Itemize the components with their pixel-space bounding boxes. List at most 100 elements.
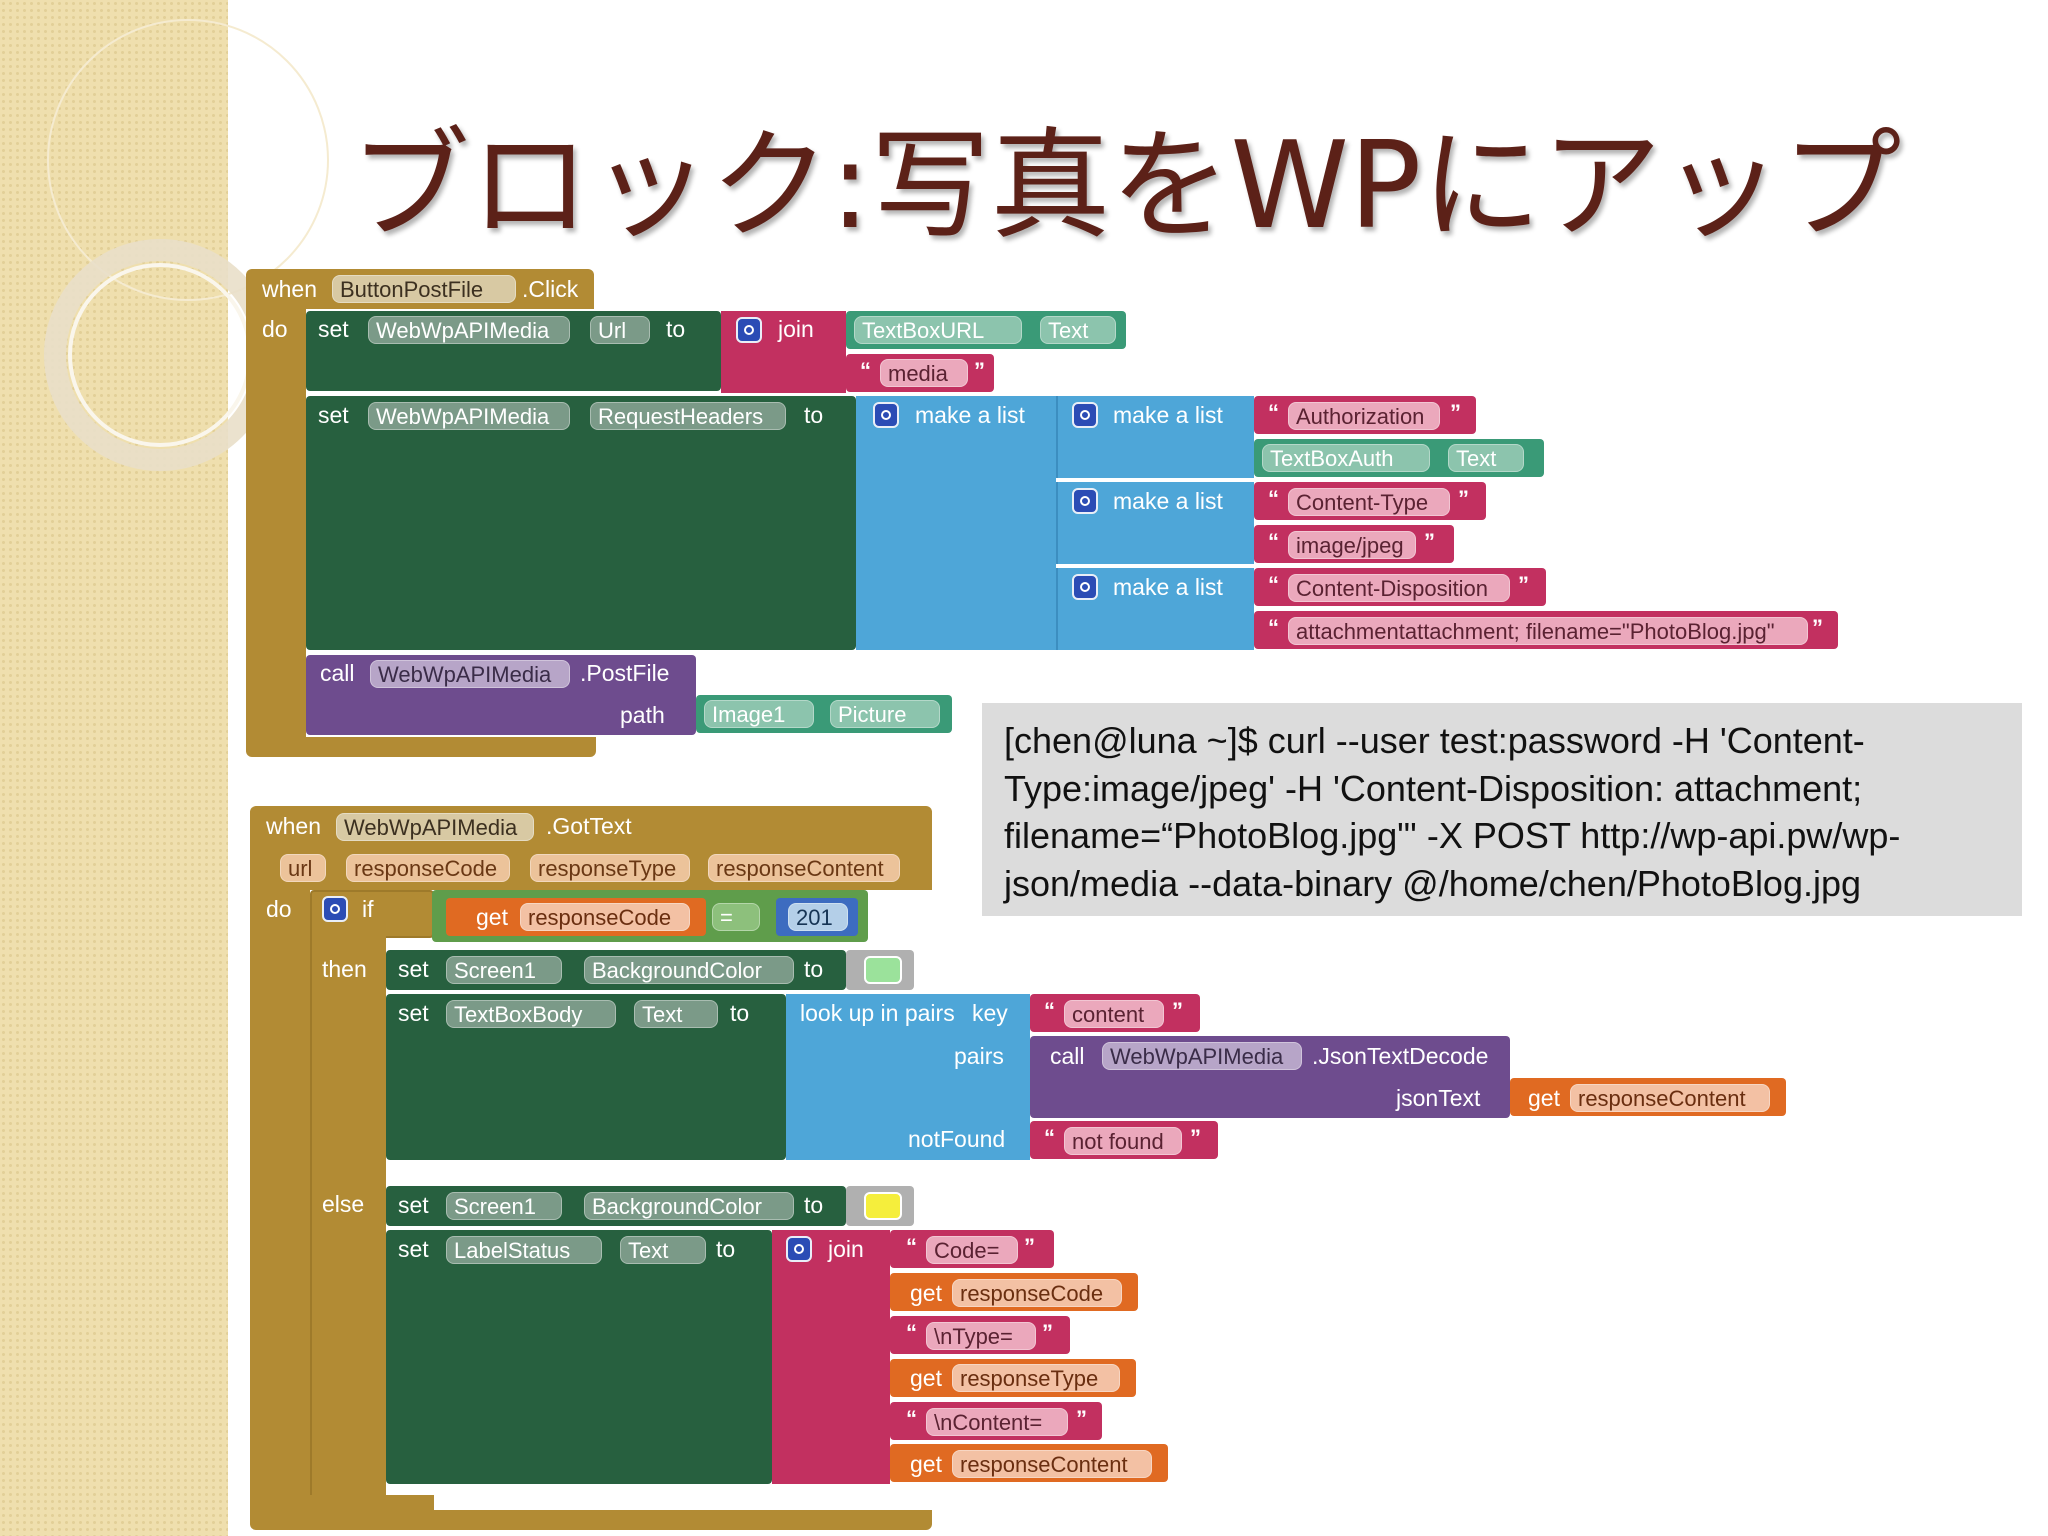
make-a-list-outer-block[interactable] xyxy=(856,396,1056,650)
call-method-name: .PostFile xyxy=(580,660,670,686)
open-quote-icon: “ xyxy=(1268,400,1279,425)
call-method-name: .JsonTextDecode xyxy=(1312,1043,1489,1069)
curl-line: [chen@luna ~]$ curl --user test:password… xyxy=(1004,720,1865,761)
if-keyword: if xyxy=(362,896,374,922)
getter-component-dropdown[interactable]: TextBoxURL xyxy=(854,316,1022,344)
event-param-responsecontent[interactable]: responseContent xyxy=(708,854,900,882)
mutator-gear-icon[interactable] xyxy=(873,402,899,428)
set-property-dropdown[interactable]: BackgroundColor xyxy=(584,1192,794,1220)
set-keyword: set xyxy=(398,1000,429,1026)
text-literal-field[interactable]: Content-Type xyxy=(1288,488,1450,516)
close-quote-icon: ” xyxy=(1190,1125,1201,1150)
set-property-dropdown[interactable]: Url xyxy=(590,316,650,344)
event-component-dropdown[interactable]: ButtonPostFile xyxy=(332,275,516,303)
close-quote-icon: ” xyxy=(1450,400,1461,425)
close-quote-icon: ” xyxy=(1042,1320,1053,1345)
text-literal-field[interactable]: \nContent= xyxy=(926,1408,1068,1436)
getter-component-dropdown[interactable]: TextBoxAuth xyxy=(1262,444,1430,472)
look-up-in-pairs-block[interactable] xyxy=(786,994,1030,1160)
close-quote-icon: ” xyxy=(1424,529,1435,554)
pairs-keyword: pairs xyxy=(954,1043,1004,1069)
make-a-list-keyword: make a list xyxy=(1113,488,1223,514)
jsontext-param-label: jsonText xyxy=(1396,1085,1481,1111)
set-keyword: set xyxy=(318,316,349,342)
set-component-dropdown[interactable]: WebWpAPIMedia xyxy=(368,316,570,344)
mutator-gear-icon[interactable] xyxy=(1072,574,1098,600)
text-literal-field[interactable]: content xyxy=(1064,1000,1164,1028)
get-variable-dropdown[interactable]: responseCode xyxy=(520,903,690,931)
to-keyword: to xyxy=(666,316,686,342)
slide-title: ブロック:写真をWPにアップ xyxy=(350,117,1902,256)
get-variable-dropdown[interactable]: responseType xyxy=(952,1364,1120,1392)
get-variable-dropdown[interactable]: responseContent xyxy=(952,1450,1152,1478)
event-param-responsetype[interactable]: responseType xyxy=(530,854,690,882)
light-green-color-swatch[interactable] xyxy=(864,956,902,984)
set-component-dropdown[interactable]: LabelStatus xyxy=(446,1236,602,1264)
notfound-keyword: notFound xyxy=(908,1126,1006,1152)
close-quote-icon: ” xyxy=(1518,572,1529,597)
text-literal-field[interactable]: \nType= xyxy=(926,1322,1036,1350)
text-literal-field[interactable]: Content-Disposition xyxy=(1288,574,1510,602)
when-keyword: when xyxy=(262,276,317,302)
getter-property-dropdown[interactable]: Picture xyxy=(830,700,940,728)
join-block[interactable] xyxy=(772,1230,890,1484)
set-keyword: set xyxy=(398,1192,429,1218)
curl-line: Type:image/jpeg' -H 'Content-Disposition… xyxy=(1004,767,1863,809)
set-property-dropdown[interactable]: Text xyxy=(620,1236,706,1264)
open-quote-icon: “ xyxy=(1268,572,1279,597)
event-param-url[interactable]: url xyxy=(280,854,326,882)
curl-line: filename=“PhotoBlog.jpg"' -X POST http:/… xyxy=(1004,815,1901,856)
text-literal-field[interactable]: not found xyxy=(1064,1127,1182,1155)
open-quote-icon: “ xyxy=(1044,1125,1055,1150)
close-quote-icon: ” xyxy=(974,358,985,383)
get-keyword: get xyxy=(910,1451,942,1477)
set-component-dropdown[interactable]: Screen1 xyxy=(446,1192,562,1220)
to-keyword: to xyxy=(804,402,824,428)
path-param-label: path xyxy=(620,702,665,728)
getter-property-dropdown[interactable]: Text xyxy=(1040,316,1116,344)
getter-property-dropdown[interactable]: Text xyxy=(1448,444,1524,472)
text-literal-field[interactable]: Code= xyxy=(926,1236,1018,1264)
close-quote-icon: ” xyxy=(1024,1234,1035,1259)
to-keyword: to xyxy=(730,1000,750,1026)
set-keyword: set xyxy=(398,1236,429,1262)
lookup-keyword: look up in pairs xyxy=(800,1000,955,1026)
open-quote-icon: “ xyxy=(906,1406,917,1431)
event-param-responsecode[interactable]: responseCode xyxy=(346,854,510,882)
call-component-dropdown[interactable]: WebWpAPIMedia xyxy=(1102,1042,1302,1070)
to-keyword: to xyxy=(804,956,824,982)
get-variable-dropdown[interactable]: responseContent xyxy=(1570,1084,1770,1112)
set-requestheaders-block[interactable] xyxy=(306,396,856,650)
join-keyword: join xyxy=(828,1236,864,1262)
close-quote-icon: ” xyxy=(1172,998,1183,1023)
close-quote-icon: ” xyxy=(1812,615,1823,640)
set-property-dropdown[interactable]: RequestHeaders xyxy=(590,402,786,430)
event-component-dropdown[interactable]: WebWpAPIMedia xyxy=(336,813,534,841)
set-component-dropdown[interactable]: WebWpAPIMedia xyxy=(368,402,570,430)
set-labelstatus-text-block[interactable] xyxy=(386,1230,772,1484)
text-literal-field[interactable]: image/jpeg xyxy=(1288,531,1416,559)
mutator-gear-icon[interactable] xyxy=(1072,402,1098,428)
text-literal-field[interactable]: Authorization xyxy=(1288,402,1440,430)
do-keyword: do xyxy=(266,896,292,922)
get-variable-dropdown[interactable]: responseCode xyxy=(952,1279,1122,1307)
open-quote-icon: “ xyxy=(906,1234,917,1259)
mutator-gear-icon[interactable] xyxy=(1072,488,1098,514)
text-literal-field[interactable]: attachmentattachment; filename="PhotoBlo… xyxy=(1288,617,1808,645)
mutator-gear-icon[interactable] xyxy=(736,317,762,343)
mutator-gear-icon[interactable] xyxy=(322,896,348,922)
call-component-dropdown[interactable]: WebWpAPIMedia xyxy=(370,660,570,688)
compare-operator-dropdown[interactable]: = xyxy=(712,903,760,931)
get-keyword: get xyxy=(1528,1085,1560,1111)
set-component-dropdown[interactable]: Screen1 xyxy=(446,956,562,984)
set-property-dropdown[interactable]: BackgroundColor xyxy=(584,956,794,984)
mutator-gear-icon[interactable] xyxy=(786,1236,812,1262)
number-field[interactable]: 201 xyxy=(788,903,848,931)
open-quote-icon: “ xyxy=(1268,615,1279,640)
text-literal-field[interactable]: media xyxy=(880,359,968,387)
get-keyword: get xyxy=(910,1365,942,1391)
set-property-dropdown[interactable]: Text xyxy=(634,1000,718,1028)
yellow-color-swatch[interactable] xyxy=(864,1192,902,1220)
set-component-dropdown[interactable]: TextBoxBody xyxy=(446,1000,616,1028)
getter-component-dropdown[interactable]: Image1 xyxy=(704,700,814,728)
